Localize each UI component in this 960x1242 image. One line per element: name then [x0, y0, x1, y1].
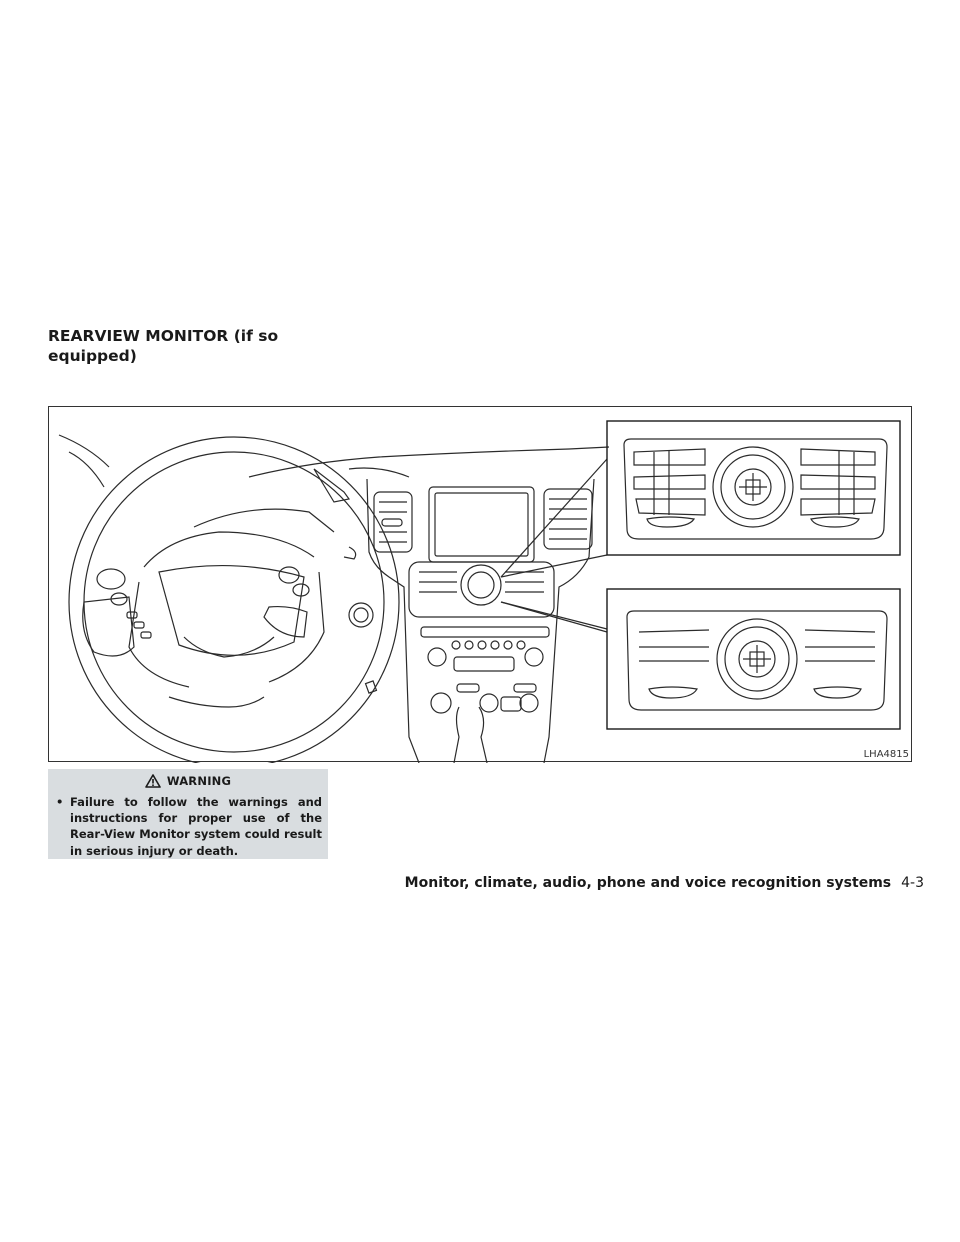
warning-title: WARNING [166, 774, 232, 788]
page-footer: Monitor, climate, audio, phone and voice… [405, 875, 924, 891]
warning-text: Failure to follow the warnings and instr… [70, 795, 322, 858]
dashboard-figure: LHA4815 [48, 406, 912, 763]
footer-chapter-title: Monitor, climate, audio, phone and voice… [404, 875, 892, 891]
page-number: 4-3 [901, 875, 924, 891]
figure-code: LHA4815 [863, 749, 909, 760]
warning-triangle-icon [145, 774, 161, 788]
warning-list-item: • Failure to follow the warnings and ins… [56, 794, 322, 859]
section-title: REARVIEW MONITOR (if so equipped) [48, 327, 279, 365]
bullet: • [56, 795, 64, 809]
warning-header: WARNING [48, 769, 328, 793]
warning-box: WARNING • Failure to follow the warnings… [48, 769, 328, 859]
dashboard-illustration [58, 420, 901, 763]
